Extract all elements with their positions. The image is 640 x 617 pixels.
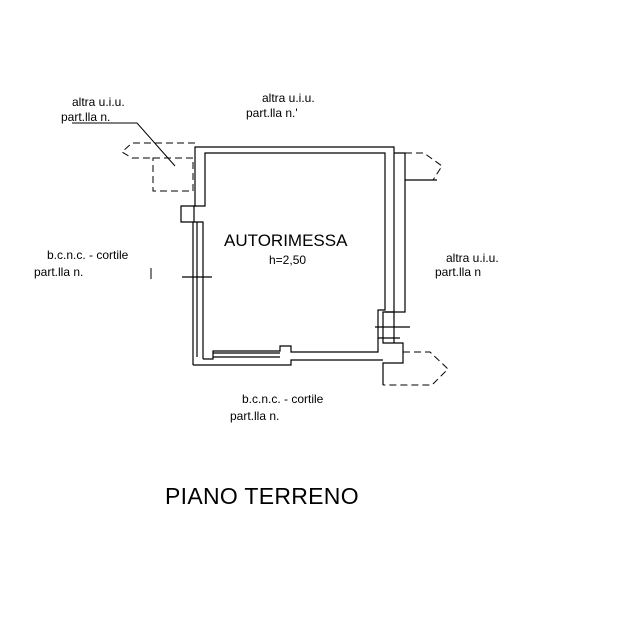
bottom-wall-inner bbox=[203, 338, 379, 360]
top-center-neighbour-line2: part.lla n.' bbox=[246, 106, 298, 120]
top-right-boundary bbox=[394, 152, 443, 181]
top-left-boundary bbox=[121, 142, 195, 159]
left-neighbour-line1: b.c.n.c. - cortile bbox=[47, 248, 129, 262]
right-wall-step bbox=[385, 180, 406, 313]
room-height: h=2,50 bbox=[269, 253, 307, 267]
right-wall-stub-upper bbox=[394, 152, 437, 181]
bottom-right-boundary bbox=[383, 351, 449, 386]
bottom-wall-outer bbox=[193, 359, 383, 366]
top-left-neighbour-line2: part.lla n. bbox=[61, 110, 111, 124]
top-left-leader bbox=[72, 122, 176, 167]
right-neighbour-line2: part.lla n bbox=[435, 265, 482, 279]
top-left-unit-box bbox=[152, 157, 194, 192]
left-neighbour-line2: part.lla n. bbox=[34, 265, 84, 279]
top-center-neighbour-line1: altra u.i.u. bbox=[262, 91, 315, 105]
top-left-neighbour-line1: altra u.i.u. bbox=[72, 95, 125, 109]
right-neighbour-line1: altra u.i.u. bbox=[446, 251, 499, 265]
bottom-neighbour-line2: part.lla n. bbox=[230, 409, 280, 423]
room-name: AUTORIMESSA bbox=[224, 231, 348, 250]
outer-wall bbox=[180, 146, 404, 385]
bottom-neighbour-line1: b.c.n.c. - cortile bbox=[242, 392, 324, 406]
floor-title: PIANO TERRENO bbox=[165, 483, 359, 509]
